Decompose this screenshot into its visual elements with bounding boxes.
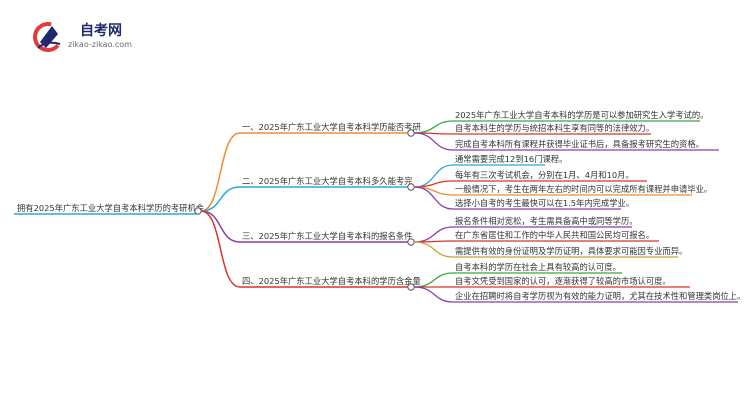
branch-collapse-icon[interactable] [407, 238, 415, 246]
branch-label: 二、2025年广东工业大学自考本科多久能考完 [242, 176, 412, 186]
leaf-label: 自考文凭受到国家的认可，逐渐获得了较高的市场认可度。 [455, 276, 671, 286]
leaf-label: 选择小自考的考生最快可以在1.5年内完成学业。 [455, 198, 634, 208]
leaf-node[interactable]: 完成自考本科所有课程并获得毕业证书后，具备报考研究生的资格。 [413, 132, 719, 151]
leaf-connector [413, 186, 454, 210]
branch-node[interactable]: 一、2025年广东工业大学自考本科学历能否考研 2025年广东工业大学自考本科的学… [200, 110, 719, 212]
branch-connector [200, 210, 241, 243]
leaf-node[interactable]: 需提供有效的身份证明及学历证明，具体要求可能因专业而异。 [413, 241, 687, 258]
root-label: 拥有2025年广东工业大学自考本科学历的考研机会 [17, 203, 204, 213]
branch-label: 三、2025年广东工业大学自考本科的报名条件 [242, 231, 412, 241]
leaf-label: 自考本科的学历在社会上具有较高的认可度。 [455, 262, 621, 272]
branch-connector [200, 132, 241, 212]
logo-name: 自考网 [80, 22, 122, 39]
leaf-label: 2025年广东工业大学自考本科的学历是可以参加研究生入学考试的。 [455, 110, 708, 120]
leaf-connector [413, 241, 454, 258]
branch-connector [200, 210, 241, 288]
logo-url: zikao-zikao.com [68, 40, 132, 49]
site-logo[interactable]: 自考网 zikao-zikao.com [30, 19, 132, 56]
logo-icon [33, 22, 63, 52]
leaf-label: 自考本科生的学历与统招本科生享有同等的法律效力。 [455, 123, 654, 133]
branch-collapse-icon[interactable] [407, 183, 415, 191]
leaf-connector [413, 132, 454, 151]
leaf-label: 需提供有效的身份证明及学历证明，具体要求可能因专业而异。 [455, 246, 687, 256]
leaf-label: 每年有三次考试机会，分别在1月、4月和10月。 [455, 170, 634, 180]
leaf-label: 企业在招聘时将自考学历视为有效的能力证明，尤其在技术性和管理类岗位上。 [455, 291, 745, 301]
leaf-label: 在广东省居住和工作的中华人民共和国公民均可报名。 [455, 230, 654, 240]
leaf-node[interactable]: 自考文凭受到国家的认可，逐渐获得了较高的市场认可度。 [414, 276, 690, 288]
root-connector [194, 207, 202, 215]
leaf-node[interactable]: 一般情况下，考生在两年左右的时间内可以完成所有课程并申请毕业。 [413, 184, 712, 196]
branch-collapse-icon[interactable] [407, 129, 415, 137]
leaf-connector [413, 286, 454, 303]
leaf-label: 完成自考本科所有课程并获得毕业证书后，具备报考研究生的资格。 [455, 139, 704, 149]
branch-connector [200, 186, 241, 212]
leaf-node[interactable]: 企业在招聘时将自考学历视为有效的能力证明，尤其在技术性和管理类岗位上。 [413, 286, 745, 303]
leaf-node[interactable]: 选择小自考的考生最快可以在1.5年内完成学业。 [413, 186, 634, 210]
leaf-label: 通常需要完成12到16门课程。 [455, 154, 567, 164]
leaf-connector [413, 226, 454, 243]
leaf-label: 报名条件相对宽松，考生需具备高中或同等学历。 [455, 216, 638, 226]
branch-node[interactable]: 三、2025年广东工业大学自考本科的报名条件 报名条件相对宽松，考生需具备高中或同… [200, 210, 687, 258]
branch-node[interactable]: 四、2025年广东工业大学自考本科的学历含金量 自考本科的学历在社会上具有较高的认… [200, 210, 745, 303]
root-node[interactable]: 拥有2025年广东工业大学自考本科学历的考研机会 [14, 203, 204, 215]
branch-label: 一、2025年广东工业大学自考本科学历能否考研 [242, 122, 421, 132]
branch-label: 四、2025年广东工业大学自考本科的学历含金量 [242, 276, 421, 286]
leaf-node[interactable]: 自考本科生的学历与统招本科生享有同等的法律效力。 [413, 123, 654, 135]
branch-collapse-icon[interactable] [407, 283, 415, 291]
leaf-label: 一般情况下，考生在两年左右的时间内可以完成所有课程并申请毕业。 [455, 184, 712, 194]
branch-node[interactable]: 二、2025年广东工业大学自考本科多久能考完 通常需要完成12到16门课程。每年有… [200, 154, 712, 212]
leaf-node[interactable]: 在广东省居住和工作的中华人民共和国公民均可报名。 [413, 230, 659, 243]
